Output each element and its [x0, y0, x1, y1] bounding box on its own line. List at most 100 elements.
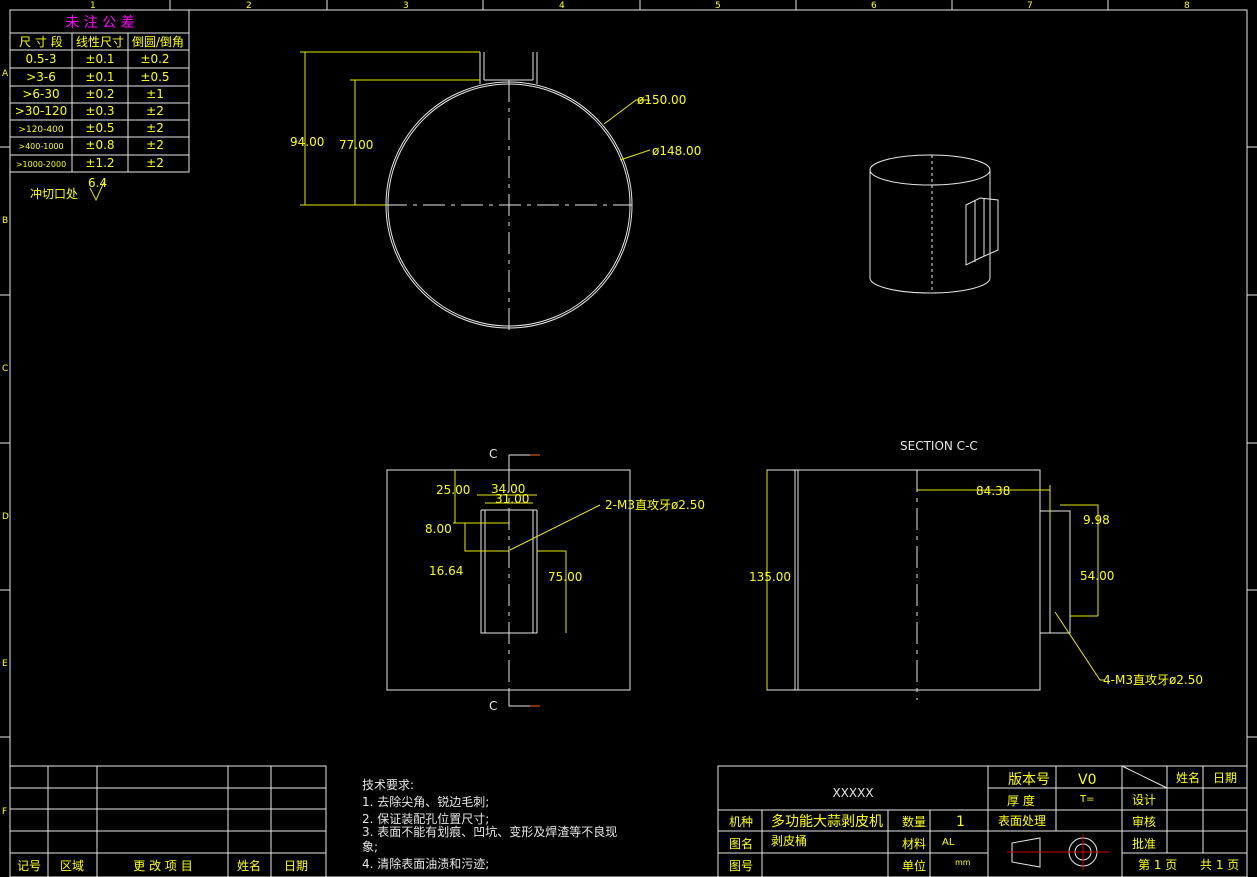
projection-symbol-icon — [1007, 834, 1110, 870]
cell: ±2 — [146, 156, 164, 170]
header: 日期 — [284, 859, 308, 873]
cell: ±2 — [146, 104, 164, 118]
tech-item: 3. 表面不能有划痕、凹坑、变形及焊渣等不良现 — [362, 824, 617, 839]
punch-note: 冲切口处 — [30, 186, 78, 201]
grid-col: 1 — [90, 1, 96, 11]
dim-94: 94.00 — [290, 135, 324, 149]
thread-callout-4: 4-M3直攻牙ø2.50 — [1103, 673, 1203, 687]
cell: >120-400 — [18, 125, 63, 135]
thickness-value: T= — [1079, 794, 1095, 805]
review-label: 审核 — [1132, 814, 1156, 829]
tech-title: 技术要求: — [362, 778, 414, 792]
version-label: 版本号 — [1008, 772, 1050, 788]
grid-row: A — [2, 69, 9, 79]
dim-25: 25.00 — [436, 483, 470, 497]
grid-col: 3 — [403, 1, 409, 11]
cell: ±0.2 — [85, 87, 114, 101]
tolerance-title: 未 注 公 差 — [65, 15, 134, 31]
dim-34: 34.00 — [491, 482, 525, 496]
technical-requirements: 技术要求: 1. 去除尖角、锐边毛刺; 2. 保证装配孔位置尺寸; 3. 表面不… — [362, 778, 617, 871]
grid-labels: 1 2 3 4 5 6 7 8 A B C D E F — [2, 1, 1190, 817]
header: 线性尺寸 — [76, 35, 124, 49]
qty-value: 1 — [956, 814, 965, 830]
header: 倒圆/倒角 — [132, 35, 184, 49]
cell: ±2 — [146, 121, 164, 135]
dim-9-98: 9.98 — [1083, 513, 1110, 527]
tech-item: 4. 清除表面油渍和污迹; — [362, 856, 489, 871]
cell: >1000-2000 — [16, 160, 66, 169]
cell: ±0.3 — [85, 104, 114, 118]
approve-label: 批准 — [1132, 836, 1156, 851]
cell: >3-6 — [26, 70, 56, 84]
cell: >6-30 — [22, 87, 59, 101]
grid-row: E — [2, 659, 8, 669]
machine-value: 多功能大蒜剥皮机 — [771, 813, 883, 830]
top-view: 94.00 77.00 ø150.00 ø148.00 — [290, 51, 701, 335]
grid-col: 7 — [1027, 1, 1033, 11]
signer-label: 姓名 — [1176, 770, 1200, 785]
cell: ±0.5 — [85, 121, 114, 135]
page-total: 共 1 页 — [1200, 858, 1239, 872]
cell: ±0.2 — [140, 52, 169, 66]
grid-col: 4 — [559, 1, 565, 11]
roughness-value: 6.4 — [88, 176, 107, 190]
cell: ±0.5 — [140, 70, 169, 84]
dim-d150: ø150.00 — [637, 93, 686, 107]
drawing-name-label: 图名 — [729, 836, 753, 851]
unit-value: mm — [955, 858, 971, 867]
dim-8: 8.00 — [425, 522, 452, 536]
title-block: XXXXX 版本号 V0 厚 度 T= 表面处理 机种 多功能大蒜剥皮机 数量 … — [717, 765, 1248, 877]
grid-row: C — [2, 364, 8, 374]
dim-135: 135.00 — [749, 570, 791, 584]
material-label: 材料 — [902, 837, 926, 851]
header: 区域 — [60, 859, 84, 873]
cell: ±0.1 — [85, 52, 114, 66]
version-value: V0 — [1078, 772, 1096, 788]
header: 更 改 项 目 — [133, 859, 192, 873]
header: 尺 寸 段 — [19, 34, 63, 49]
dim-84-38: 84.38 — [976, 484, 1010, 498]
cell: ±0.1 — [85, 70, 114, 84]
design-label: 设计 — [1132, 793, 1156, 807]
section-mark-top: C — [489, 447, 497, 461]
grid-col: 2 — [246, 1, 252, 11]
front-view: C C 25.00 34.00 31.00 8.00 16.64 75.00 2… — [386, 447, 705, 713]
iso-view — [869, 154, 999, 294]
tech-item: 1. 去除尖角、锐边毛刺; — [362, 794, 489, 809]
thread-callout-2: 2-M3直攻牙ø2.50 — [605, 498, 705, 512]
unit-label: 单位 — [902, 858, 926, 873]
material-value: AL — [942, 837, 955, 848]
drawing-name-value: 剥皮桶 — [771, 833, 807, 848]
qty-label: 数量 — [902, 814, 926, 829]
section-view: SECTION C-C 84.38 9.98 135.00 54.00 4-M3… — [749, 439, 1203, 700]
grid-row: B — [2, 216, 8, 226]
drawing-number-label: 图号 — [729, 859, 753, 873]
page-number: 第 1 页 — [1138, 858, 1177, 872]
revision-table: 记号 区域 更 改 项 目 姓名 日期 — [9, 765, 327, 877]
cell: ±0.8 — [85, 138, 114, 152]
grid-col: 5 — [715, 1, 721, 11]
cell: >30-120 — [15, 104, 68, 118]
cell: ±2 — [146, 138, 164, 152]
machine-label: 机种 — [729, 815, 753, 829]
tech-item: 象; — [362, 840, 378, 854]
cell: ±1 — [146, 87, 164, 101]
dim-31: 31.00 — [495, 492, 529, 506]
grid-col: 8 — [1184, 1, 1190, 11]
dim-16-64: 16.64 — [429, 564, 463, 578]
thickness-label: 厚 度 — [1007, 793, 1035, 808]
roughness-symbol-icon: 6.4 — [88, 176, 107, 202]
header: 姓名 — [237, 858, 261, 873]
date-label: 日期 — [1213, 771, 1237, 785]
company-name: XXXXX — [832, 786, 873, 800]
cell: 0.5-3 — [25, 52, 56, 66]
grid-col: 6 — [871, 1, 877, 11]
grid-row: D — [2, 512, 9, 522]
dim-d148: ø148.00 — [652, 144, 701, 158]
cell: ±1.2 — [85, 156, 114, 170]
dim-77: 77.00 — [339, 138, 373, 152]
dim-54: 54.00 — [1080, 569, 1114, 583]
dim-75: 75.00 — [548, 570, 582, 584]
